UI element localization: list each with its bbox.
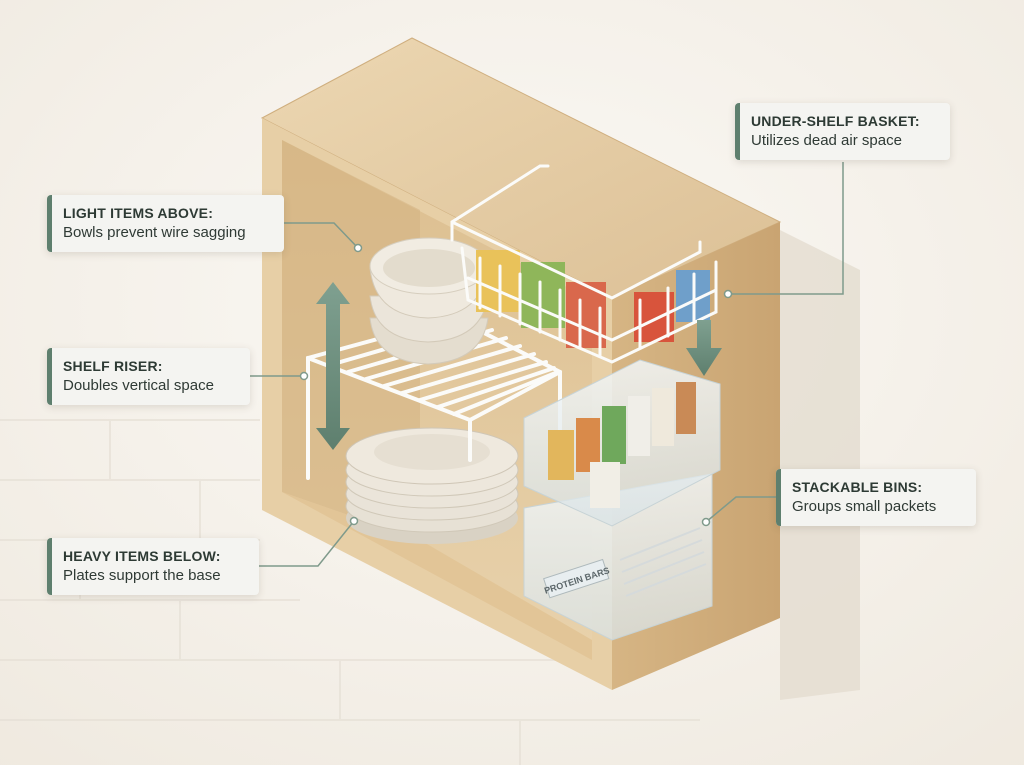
leader-bins xyxy=(705,496,776,523)
callout-title: HEAVY ITEMS BELOW: xyxy=(63,548,221,564)
plates-stack xyxy=(345,427,519,544)
double-headed-arrow-icon xyxy=(316,282,350,450)
callout-stackable-bins: STACKABLE BINS: Groups small packets xyxy=(776,469,976,526)
cabinet-floor xyxy=(282,492,592,660)
callout-description: Bowls prevent wire sagging xyxy=(63,224,246,241)
callout-title: UNDER-SHELF BASKET: xyxy=(751,113,920,129)
callout-accent-bar xyxy=(47,538,52,595)
callout-title: SHELF RISER: xyxy=(63,358,163,374)
leader-basket xyxy=(728,162,844,295)
under-shelf-basket xyxy=(450,164,718,364)
callout-accent-bar xyxy=(47,348,52,405)
callout-description: Groups small packets xyxy=(792,498,937,515)
cabinet-shadow xyxy=(780,230,860,700)
callout-shelf-riser: SHELF RISER: Doubles vertical space xyxy=(47,348,250,405)
callout-heavy-items: HEAVY ITEMS BELOW: Plates support the ba… xyxy=(47,538,259,595)
stackable-bins: PROTEIN BARS xyxy=(523,359,721,641)
leader-lines xyxy=(250,162,844,567)
down-arrow-icon xyxy=(686,320,722,376)
callout-light-items: LIGHT ITEMS ABOVE: Bowls prevent wire sa… xyxy=(47,195,284,252)
callout-accent-bar xyxy=(776,469,781,526)
callout-title: STACKABLE BINS: xyxy=(792,479,923,495)
callout-description: Plates support the base xyxy=(63,567,221,584)
bowls-stack xyxy=(369,237,489,365)
protein-bar-packets xyxy=(619,527,707,597)
callout-title: LIGHT ITEMS ABOVE: xyxy=(63,205,214,221)
callout-accent-bar xyxy=(47,195,52,252)
callout-accent-bar xyxy=(735,103,740,160)
callout-under-shelf-basket: UNDER-SHELF BASKET: Utilizes dead air sp… xyxy=(735,103,950,160)
snack-packets xyxy=(548,382,696,508)
callout-description: Doubles vertical space xyxy=(63,377,214,394)
leader-heavy-items xyxy=(259,520,355,567)
protein-bars-label xyxy=(543,558,610,599)
leader-light-items xyxy=(284,222,359,249)
callout-description: Utilizes dead air space xyxy=(751,132,902,149)
